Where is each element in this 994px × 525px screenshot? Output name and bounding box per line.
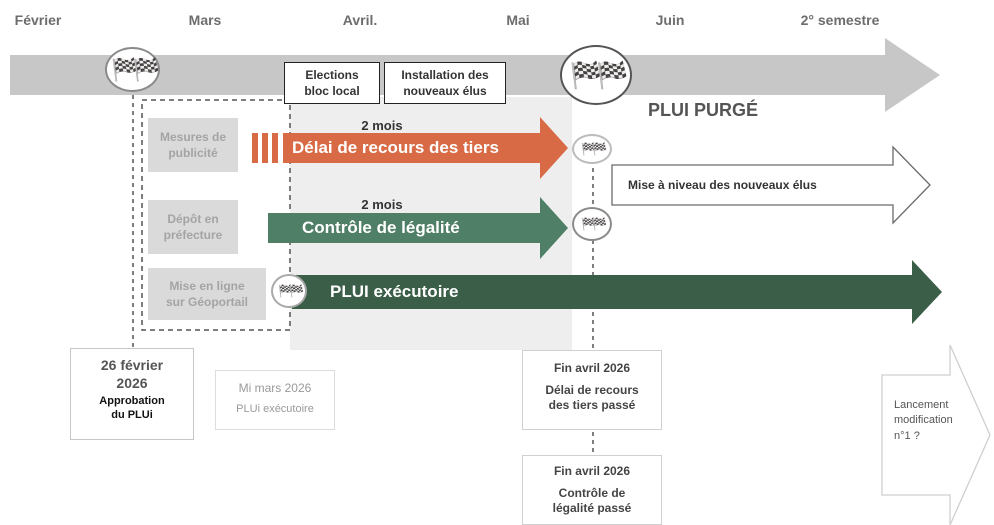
mesures-publicite-label: Mesures de publicité: [148, 118, 238, 172]
checkered-flags-icon: 🏁🏁: [572, 134, 612, 164]
legalite-arrow-label: Contrôle de légalité: [302, 218, 460, 237]
checkered-flags-icon: 🏁🏁: [572, 207, 612, 241]
mise-a-niveau-arrow: [611, 145, 931, 225]
plui-purge-label: PLUI PURGÉ: [648, 100, 759, 120]
recours-tick-3: [272, 133, 278, 163]
approbation-text: Approbation du PLUi: [99, 395, 165, 422]
installation-box: Installation des nouveaux élus: [384, 62, 506, 104]
approbation-date: 26 février 2026: [100, 357, 164, 391]
legalite-duration: 2 mois: [361, 197, 403, 212]
lancement-arrow: [881, 344, 991, 525]
fin-avril-legalite-text: Contrôle de légalité passé: [552, 485, 632, 516]
recours-duration: 2 mois: [361, 118, 403, 133]
mi-mars-text: PLUi exécutoire: [236, 403, 314, 415]
mi-mars-date: Mi mars 2026: [238, 381, 312, 395]
depot-prefecture-label: Dépôt en préfecture: [148, 200, 238, 254]
fin-avril-recours-box: Fin avril 2026 Délai de recours des tier…: [522, 350, 662, 430]
recours-tick-1: [252, 133, 258, 163]
month-avril: Avril.: [342, 12, 378, 28]
mise-a-niveau-label: Mise à niveau des nouveaux élus: [628, 178, 817, 192]
checkered-flags-icon: 🏁🏁: [560, 45, 632, 105]
recours-arrow-label: Délai de recours des tiers: [292, 138, 499, 157]
recours-arrow: [283, 117, 568, 179]
mise-en-ligne-label: Mise en ligne sur Géoportail: [148, 268, 266, 320]
month-2e-semestre: 2° semestre: [800, 12, 880, 28]
checkered-flags-icon: 🏁🏁: [271, 274, 307, 308]
month-mars: Mars: [188, 12, 222, 28]
fin-avril-legalite-box: Fin avril 2026 Contrôle de légalité pass…: [522, 455, 662, 525]
fin-avril-legalite-date: Fin avril 2026: [553, 464, 631, 478]
lancement-label: Lancement modification n°1 ?: [894, 399, 953, 442]
fin-avril-recours-date: Fin avril 2026: [553, 361, 631, 375]
approbation-box: 26 février 2026 Approbation du PLUi: [70, 348, 194, 440]
month-fevrier: Février: [14, 12, 62, 28]
fin-avril-recours-text: Délai de recours des tiers passé: [545, 382, 639, 413]
checkered-flags-icon: 🏁🏁: [105, 47, 160, 92]
executoire-arrow-label: PLUI exécutoire: [330, 282, 459, 301]
recours-tick-2: [262, 133, 268, 163]
month-mai: Mai: [506, 12, 530, 28]
legalite-arrow: [268, 197, 568, 259]
mi-mars-box: Mi mars 2026 PLUi exécutoire: [215, 370, 335, 430]
month-juin: Juin: [655, 12, 685, 28]
elections-box: Elections bloc local: [284, 62, 380, 104]
executoire-arrow: [292, 260, 942, 324]
